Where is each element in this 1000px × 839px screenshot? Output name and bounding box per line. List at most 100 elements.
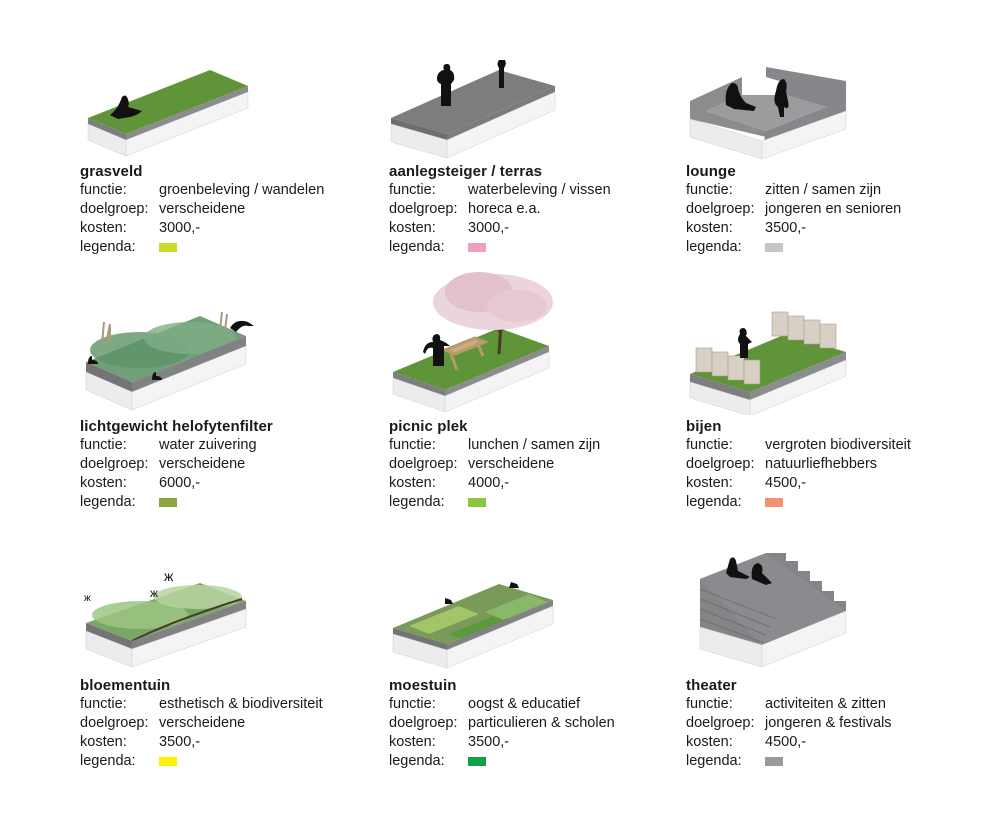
- legenda-label: legenda:: [389, 494, 445, 510]
- illustration-picnic-plek: [389, 262, 689, 412]
- illustration-grasveld: [80, 60, 380, 160]
- doelgroep-value: verscheidene: [159, 201, 246, 217]
- bird-icon: [445, 598, 453, 604]
- kosten-value: 4000,-: [468, 475, 510, 491]
- bird-icon: [88, 356, 98, 364]
- kosten-value: 3500,-: [468, 734, 510, 750]
- seated-person-icon: [725, 83, 756, 111]
- kosten-label: kosten:: [686, 220, 733, 236]
- doelgroep-value: verscheidene: [159, 715, 246, 731]
- kosten-label: kosten:: [80, 220, 127, 236]
- functie-value: water zuivering: [159, 437, 257, 453]
- heron-icon: [230, 320, 254, 332]
- legenda-swatch: [765, 757, 783, 766]
- legenda-swatch: [159, 243, 177, 252]
- standing-person-icon: [497, 60, 506, 88]
- legenda-label: legenda:: [686, 239, 742, 255]
- beekeeper-person-icon: [738, 328, 752, 358]
- kosten-value: 4500,-: [765, 734, 807, 750]
- butterfly-icon: ж: [164, 568, 174, 584]
- kosten-label: kosten:: [389, 220, 436, 236]
- functie-value: vergroten biodiversiteit: [765, 437, 911, 453]
- bird-icon: [152, 372, 162, 380]
- functie-value: groenbeleving / wandelen: [159, 182, 325, 198]
- functie-label: functie:: [686, 182, 733, 198]
- kosten-value: 3000,-: [468, 220, 510, 236]
- functie-label: functie:: [80, 696, 127, 712]
- legenda-swatch: [468, 757, 486, 766]
- beehive-icon: [695, 311, 837, 385]
- seated-person-icon: [751, 563, 772, 585]
- doelgroep-label: doelgroep:: [80, 456, 149, 472]
- kosten-label: kosten:: [389, 475, 436, 491]
- legenda-label: legenda:: [80, 753, 136, 769]
- legenda-label: legenda:: [686, 753, 742, 769]
- doelgroep-value: verscheidene: [468, 456, 555, 472]
- bird-icon: [509, 582, 519, 588]
- butterfly-icon: ж: [84, 593, 91, 604]
- module-title: theater: [686, 677, 737, 694]
- module-title: grasveld: [80, 163, 143, 180]
- doelgroep-label: doelgroep:: [686, 715, 755, 731]
- kosten-label: kosten:: [686, 475, 733, 491]
- doelgroep-label: doelgroep:: [686, 201, 755, 217]
- doelgroep-value: jongeren en senioren: [765, 201, 902, 217]
- legenda-swatch: [159, 498, 177, 507]
- functie-value: esthetisch & biodiversiteit: [159, 696, 323, 712]
- legenda-swatch: [159, 757, 177, 766]
- module-title: aanlegsteiger / terras: [389, 163, 543, 180]
- legenda-label: legenda:: [686, 494, 742, 510]
- module-title: moestuin: [389, 677, 457, 694]
- kosten-value: 3500,-: [159, 734, 201, 750]
- doelgroep-value: horeca e.a.: [468, 201, 541, 217]
- functie-label: functie:: [389, 696, 436, 712]
- blossom-tree-icon: [433, 272, 553, 355]
- doelgroep-label: doelgroep:: [389, 201, 458, 217]
- doelgroep-value: jongeren & festivals: [765, 715, 892, 731]
- doelgroep-value: particulieren & scholen: [468, 715, 615, 731]
- module-title: bloementuin: [80, 677, 171, 694]
- illustration-helofytenfilter: [80, 300, 380, 415]
- module-title: lichtgewicht helofytenfilter: [80, 418, 273, 435]
- functie-label: functie:: [80, 182, 127, 198]
- doelgroep-label: doelgroep:: [389, 456, 458, 472]
- illustration-moestuin: [389, 570, 689, 670]
- functie-value: activiteiten & zitten: [765, 696, 886, 712]
- kosten-label: kosten:: [80, 475, 127, 491]
- illustration-bloementuin: ж ж ж: [80, 563, 380, 673]
- doelgroep-label: doelgroep:: [80, 201, 149, 217]
- legenda-swatch: [765, 243, 783, 252]
- functie-label: functie:: [80, 437, 127, 453]
- functie-label: functie:: [389, 437, 436, 453]
- standing-person-icon: [423, 334, 450, 366]
- module-title: lounge: [686, 163, 736, 180]
- module-title: picnic plek: [389, 418, 468, 435]
- functie-value: lunchen / samen zijn: [468, 437, 601, 453]
- legenda-swatch: [468, 243, 486, 252]
- illustration-theater: [686, 545, 986, 670]
- functie-label: functie:: [389, 182, 436, 198]
- functie-value: waterbeleving / vissen: [468, 182, 611, 198]
- illustration-lounge: [686, 55, 986, 160]
- doelgroep-label: doelgroep:: [686, 456, 755, 472]
- kosten-value: 3500,-: [765, 220, 807, 236]
- illustration-aanlegsteiger: [389, 60, 689, 160]
- seated-person-icon: [726, 557, 750, 579]
- kosten-label: kosten:: [80, 734, 127, 750]
- doelgroep-value: natuurliefhebbers: [765, 456, 878, 472]
- reclining-person-icon: [110, 95, 142, 119]
- illustration-bijen: [686, 300, 986, 415]
- doelgroep-value: verscheidene: [159, 456, 246, 472]
- functie-value: oogst & educatief: [468, 696, 581, 712]
- functie-label: functie:: [686, 696, 733, 712]
- picnic-table-icon: [440, 336, 490, 371]
- kosten-label: kosten:: [686, 734, 733, 750]
- legenda-label: legenda:: [80, 239, 136, 255]
- kosten-value: 6000,-: [159, 475, 201, 491]
- legenda-label: legenda:: [389, 753, 445, 769]
- reed-icon: [101, 321, 111, 345]
- legenda-label: legenda:: [80, 494, 136, 510]
- doelgroep-label: doelgroep:: [80, 715, 149, 731]
- standing-person-icon: [437, 64, 455, 106]
- doelgroep-label: doelgroep:: [389, 715, 458, 731]
